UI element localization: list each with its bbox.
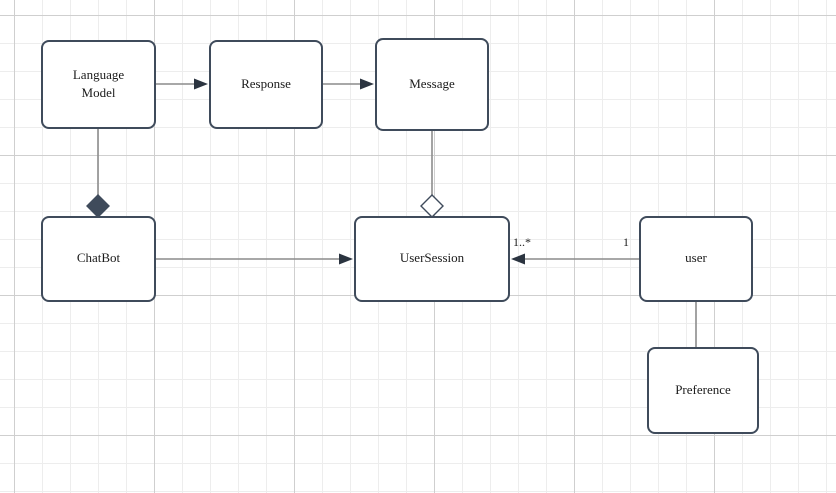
edge-chatbot-to-usersession[interactable] (155, 253, 353, 265)
arrow-head-icon (339, 253, 353, 265)
node-box (41, 216, 156, 302)
arrow-head-icon (511, 253, 525, 265)
node-chatbot[interactable]: ChatBot (41, 216, 156, 302)
node-box (647, 347, 759, 434)
node-box (41, 40, 156, 129)
node-message[interactable]: Message (375, 38, 489, 131)
edge-layer (86, 78, 697, 348)
node-user[interactable]: user (639, 216, 753, 302)
node-box (354, 216, 510, 302)
edge-message-to-usersession[interactable] (420, 130, 444, 218)
multiplicity-layer: 1..* 1 (513, 235, 629, 249)
node-response[interactable]: Response (209, 40, 323, 129)
node-label-line-1: Language (73, 67, 124, 82)
usersession-multiplicity-label: 1..* (513, 235, 531, 249)
hollow-diamond-icon (420, 194, 444, 218)
user-multiplicity-label: 1 (623, 235, 629, 249)
filled-diamond-icon (86, 194, 110, 218)
arrow-head-icon (360, 78, 374, 90)
arrow-head-icon (194, 78, 208, 90)
node-preference[interactable]: Preference (647, 347, 759, 434)
node-box (375, 38, 489, 131)
node-usersession[interactable]: UserSession (354, 216, 510, 302)
node-label: UserSession (400, 250, 465, 265)
edge-language-model-to-chatbot[interactable] (86, 128, 110, 218)
node-label: Message (409, 76, 455, 91)
node-layer: Language Model Response Message ChatBot … (41, 38, 759, 434)
node-label: ChatBot (77, 250, 121, 265)
edge-response-to-message[interactable] (322, 78, 374, 90)
edge-language-model-to-response[interactable] (155, 78, 208, 90)
node-label: Response (241, 76, 291, 91)
node-box (639, 216, 753, 302)
node-box (209, 40, 323, 129)
node-label: Preference (675, 382, 731, 397)
node-language-model[interactable]: Language Model (41, 40, 156, 129)
edge-user-to-usersession[interactable] (511, 253, 640, 265)
node-label: user (685, 250, 707, 265)
node-label-line-2: Model (82, 85, 116, 100)
